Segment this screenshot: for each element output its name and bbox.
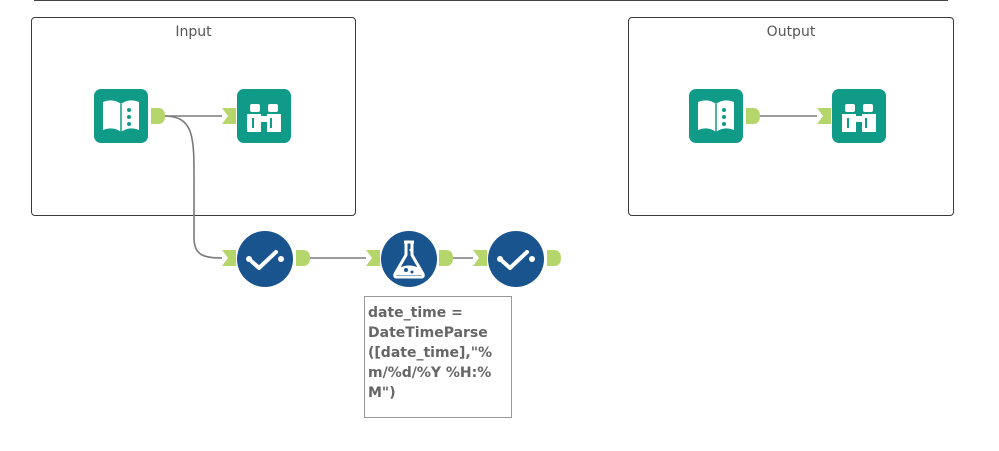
browse-tool[interactable]: [236, 88, 292, 144]
select-tool[interactable]: [236, 230, 294, 288]
output-anchor[interactable]: [746, 108, 760, 124]
checkmark-icon: [498, 250, 529, 270]
wire-input-to-select: [163, 115, 223, 259]
output-anchor[interactable]: [439, 250, 453, 266]
flask-icon: [393, 240, 425, 279]
input-anchor[interactable]: [817, 108, 831, 124]
output-anchor[interactable]: [547, 250, 561, 266]
output-anchor[interactable]: [296, 250, 310, 266]
input-data-tool[interactable]: [688, 88, 744, 144]
input-anchor[interactable]: [366, 250, 380, 266]
formula-tool[interactable]: [380, 230, 438, 288]
select-tool[interactable]: [487, 230, 545, 288]
input-anchor[interactable]: [222, 108, 236, 124]
input-data-tool[interactable]: [93, 88, 149, 144]
input-anchor[interactable]: [473, 250, 487, 266]
input-anchor[interactable]: [222, 250, 236, 266]
canvas-top-border: [34, 0, 948, 1]
checkmark-icon: [247, 250, 278, 270]
container-title: Input: [175, 24, 212, 40]
browse-tool[interactable]: [831, 88, 887, 144]
output-anchor[interactable]: [151, 108, 165, 124]
formula-annotation[interactable]: date_time = DateTimeParse ([date_time],"…: [364, 296, 512, 418]
container-title: Output: [766, 24, 816, 40]
